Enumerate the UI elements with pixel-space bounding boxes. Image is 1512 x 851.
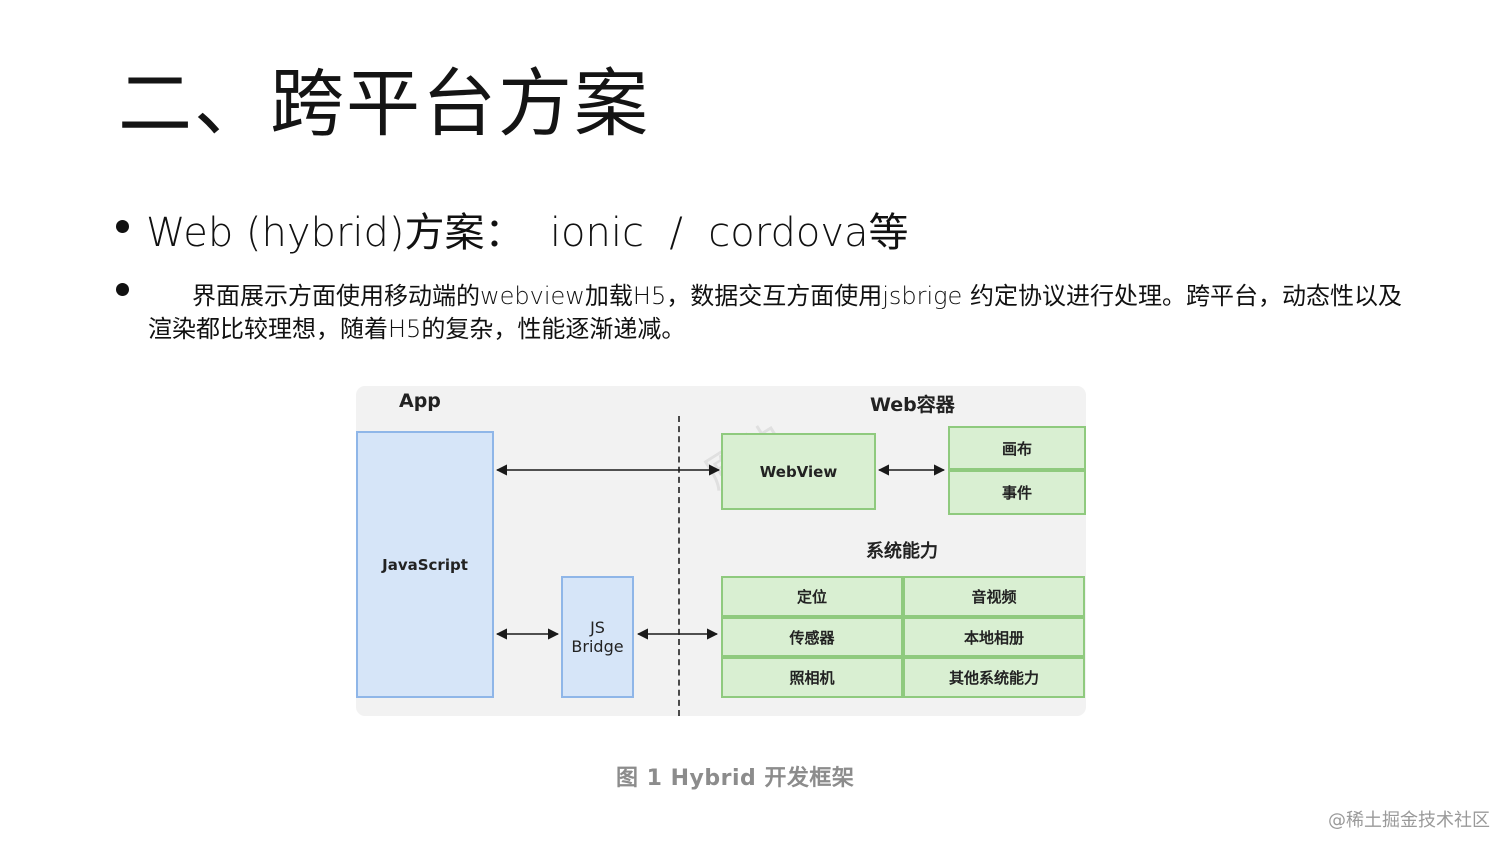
arrows-layer xyxy=(495,464,946,640)
app-label: App xyxy=(399,390,441,412)
bullet-dot xyxy=(116,220,129,233)
canvas-box: 画布 xyxy=(948,426,1086,470)
capability-camera: 照相机 xyxy=(721,657,903,698)
system-capabilities-label: 系统能力 xyxy=(866,541,938,562)
capability-sensor: 传感器 xyxy=(721,617,903,657)
jsbridge-label-line1: JS xyxy=(590,618,605,637)
app-web-divider xyxy=(678,416,680,716)
bullet-text: 界面展示方面使用移动端的webview加载H5，数据交互方面使用jsbrige … xyxy=(148,282,1402,343)
source-watermark: @稀土掘金技术社区 xyxy=(1328,810,1490,831)
figure-caption: 图 1 Hybrid 开发框架 xyxy=(616,766,855,791)
javascript-box: JavaScript xyxy=(356,431,494,698)
jsbridge-label-line2: Bridge xyxy=(571,637,624,656)
bullet-text: Web (hybrid)方案： ionic / cordova等 xyxy=(146,210,909,256)
events-box: 事件 xyxy=(948,470,1086,515)
webview-box: WebView xyxy=(721,433,876,510)
hybrid-architecture-diagram: 原仲 App Web容器 JavaScript JS Bridge WebVie… xyxy=(356,386,1086,716)
bullet-description: 界面展示方面使用移动端的webview加载H5，数据交互方面使用jsbrige … xyxy=(116,280,1402,346)
web-container-label: Web容器 xyxy=(870,394,955,416)
capability-local-album: 本地相册 xyxy=(903,617,1085,657)
capability-audio-video: 音视频 xyxy=(903,576,1085,617)
capability-other: 其他系统能力 xyxy=(903,657,1085,698)
jsbridge-box: JS Bridge xyxy=(561,576,634,698)
bullet-web-hybrid: Web (hybrid)方案： ionic / cordova等 xyxy=(116,200,1402,258)
slide-title: 二、跨平台方案 xyxy=(118,61,650,147)
capability-location: 定位 xyxy=(721,576,903,617)
bullet-dot xyxy=(116,283,129,296)
